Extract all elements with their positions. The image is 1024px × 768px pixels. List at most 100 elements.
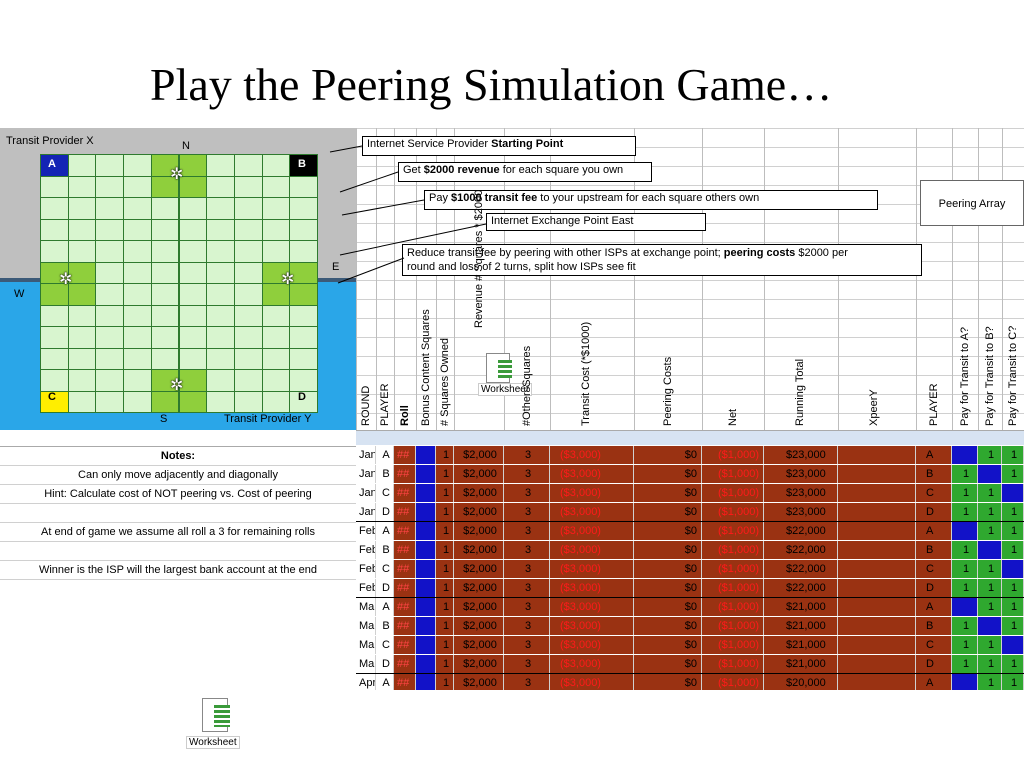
cell-roll[interactable]: ##	[394, 541, 416, 559]
cell-fill[interactable]	[416, 598, 436, 616]
worksheet-icon[interactable]: Worksheet	[186, 696, 250, 756]
board-cell[interactable]	[233, 390, 263, 413]
cell-bonus[interactable]: 1	[436, 655, 454, 673]
board-cell[interactable]	[123, 175, 152, 198]
cell-pa[interactable]: 1	[952, 484, 978, 502]
cell-fill[interactable]	[838, 674, 916, 690]
cell-peering[interactable]: $0	[634, 484, 702, 502]
cell-fill[interactable]	[838, 446, 916, 464]
cell-pc[interactable]: 1	[1002, 598, 1024, 616]
cell-revenue[interactable]: $2,000	[454, 560, 504, 578]
cell-peering[interactable]: $0	[634, 541, 702, 559]
board-cell[interactable]	[289, 175, 318, 198]
cell-transit[interactable]: ($3,000)	[550, 465, 634, 483]
board-cell[interactable]	[67, 240, 97, 263]
cell-month[interactable]: Apr	[356, 674, 376, 690]
cell-player[interactable]: A	[376, 522, 394, 540]
board-cell[interactable]	[233, 240, 263, 263]
board-cell[interactable]	[289, 304, 318, 327]
board-cell[interactable]	[123, 390, 152, 413]
board-cell[interactable]	[233, 197, 263, 220]
cell-bonus[interactable]: 1	[436, 484, 454, 502]
board-cell[interactable]	[40, 218, 69, 241]
cell-pa[interactable]: 1	[952, 503, 978, 521]
cell-p2[interactable]: B	[916, 465, 952, 483]
board-cell[interactable]	[178, 218, 208, 241]
cell-roll[interactable]: ##	[394, 503, 416, 521]
cell-player[interactable]: C	[376, 636, 394, 654]
board-cell[interactable]	[206, 154, 235, 177]
cell-fill[interactable]	[838, 579, 916, 597]
board-cell[interactable]	[206, 283, 235, 306]
cell-pc[interactable]: 1	[1002, 446, 1024, 464]
cell-total[interactable]: $23,000	[764, 446, 838, 464]
cell-player[interactable]: A	[376, 598, 394, 616]
board-cell[interactable]	[123, 218, 152, 241]
cell-revenue[interactable]: $2,000	[454, 503, 504, 521]
cell-player[interactable]: C	[376, 484, 394, 502]
cell-pb[interactable]: 1	[978, 484, 1002, 502]
board-cell[interactable]	[261, 197, 291, 220]
cell-transit[interactable]: ($3,000)	[550, 503, 634, 521]
cell-total[interactable]: $23,000	[764, 503, 838, 521]
cell-bonus[interactable]: 1	[436, 503, 454, 521]
cell-total[interactable]: $22,000	[764, 541, 838, 559]
board-cell[interactable]	[40, 347, 69, 370]
cell-transit[interactable]: ($3,000)	[550, 674, 634, 690]
cell-p2[interactable]: B	[916, 541, 952, 559]
board-cell[interactable]	[178, 240, 208, 263]
cell-pb[interactable]: 1	[978, 579, 1002, 597]
board-cell[interactable]	[150, 347, 180, 370]
board-cell[interactable]	[233, 154, 263, 177]
board-cell[interactable]	[67, 197, 97, 220]
cell-peering[interactable]: $0	[634, 446, 702, 464]
board-cell[interactable]	[289, 347, 318, 370]
cell-p2[interactable]: D	[916, 503, 952, 521]
board-cell[interactable]	[261, 240, 291, 263]
cell-transit[interactable]: ($3,000)	[550, 446, 634, 464]
board-cell[interactable]	[123, 369, 152, 392]
cell-bonus[interactable]: 1	[436, 579, 454, 597]
cell-roll[interactable]: ##	[394, 636, 416, 654]
cell-fill[interactable]	[838, 655, 916, 673]
board-cell[interactable]	[67, 304, 97, 327]
board-cell[interactable]	[95, 326, 125, 349]
cell-total[interactable]: $20,000	[764, 674, 838, 690]
board-cell[interactable]	[150, 326, 180, 349]
board-cell[interactable]	[95, 197, 125, 220]
cell-pa[interactable]: 1	[952, 617, 978, 635]
cell-pb[interactable]: 1	[978, 446, 1002, 464]
board-cell[interactable]	[95, 283, 125, 306]
cell-bonus[interactable]: 1	[436, 598, 454, 616]
cell-net[interactable]: ($1,000)	[702, 465, 764, 483]
cell-fill[interactable]	[416, 465, 436, 483]
table-row[interactable]: FebB##1$2,0003($3,000)$0($1,000)$22,000B…	[356, 541, 1024, 559]
cell-fill[interactable]	[838, 522, 916, 540]
cell-player[interactable]: D	[376, 655, 394, 673]
cell-pa[interactable]: 1	[952, 560, 978, 578]
board-cell[interactable]	[178, 261, 208, 284]
cell-pa[interactable]	[952, 446, 978, 464]
cell-others[interactable]: 3	[504, 579, 550, 597]
cell-roll[interactable]: ##	[394, 465, 416, 483]
cell-others[interactable]: 3	[504, 674, 550, 690]
cell-others[interactable]: 3	[504, 446, 550, 464]
cell-pc[interactable]	[1002, 560, 1024, 578]
cell-net[interactable]: ($1,000)	[702, 579, 764, 597]
cell-transit[interactable]: ($3,000)	[550, 541, 634, 559]
board-cell[interactable]	[67, 154, 97, 177]
cell-month[interactable]: Jan	[356, 465, 376, 483]
cell-fill[interactable]	[838, 484, 916, 502]
cell-fill[interactable]	[416, 579, 436, 597]
cell-revenue[interactable]: $2,000	[454, 541, 504, 559]
cell-others[interactable]: 3	[504, 484, 550, 502]
board-cell[interactable]	[206, 261, 235, 284]
cell-fill[interactable]	[838, 465, 916, 483]
cell-others[interactable]: 3	[504, 465, 550, 483]
cell-total[interactable]: $22,000	[764, 522, 838, 540]
board-cell[interactable]	[233, 218, 263, 241]
cell-others[interactable]: 3	[504, 655, 550, 673]
board-cell[interactable]	[206, 197, 235, 220]
